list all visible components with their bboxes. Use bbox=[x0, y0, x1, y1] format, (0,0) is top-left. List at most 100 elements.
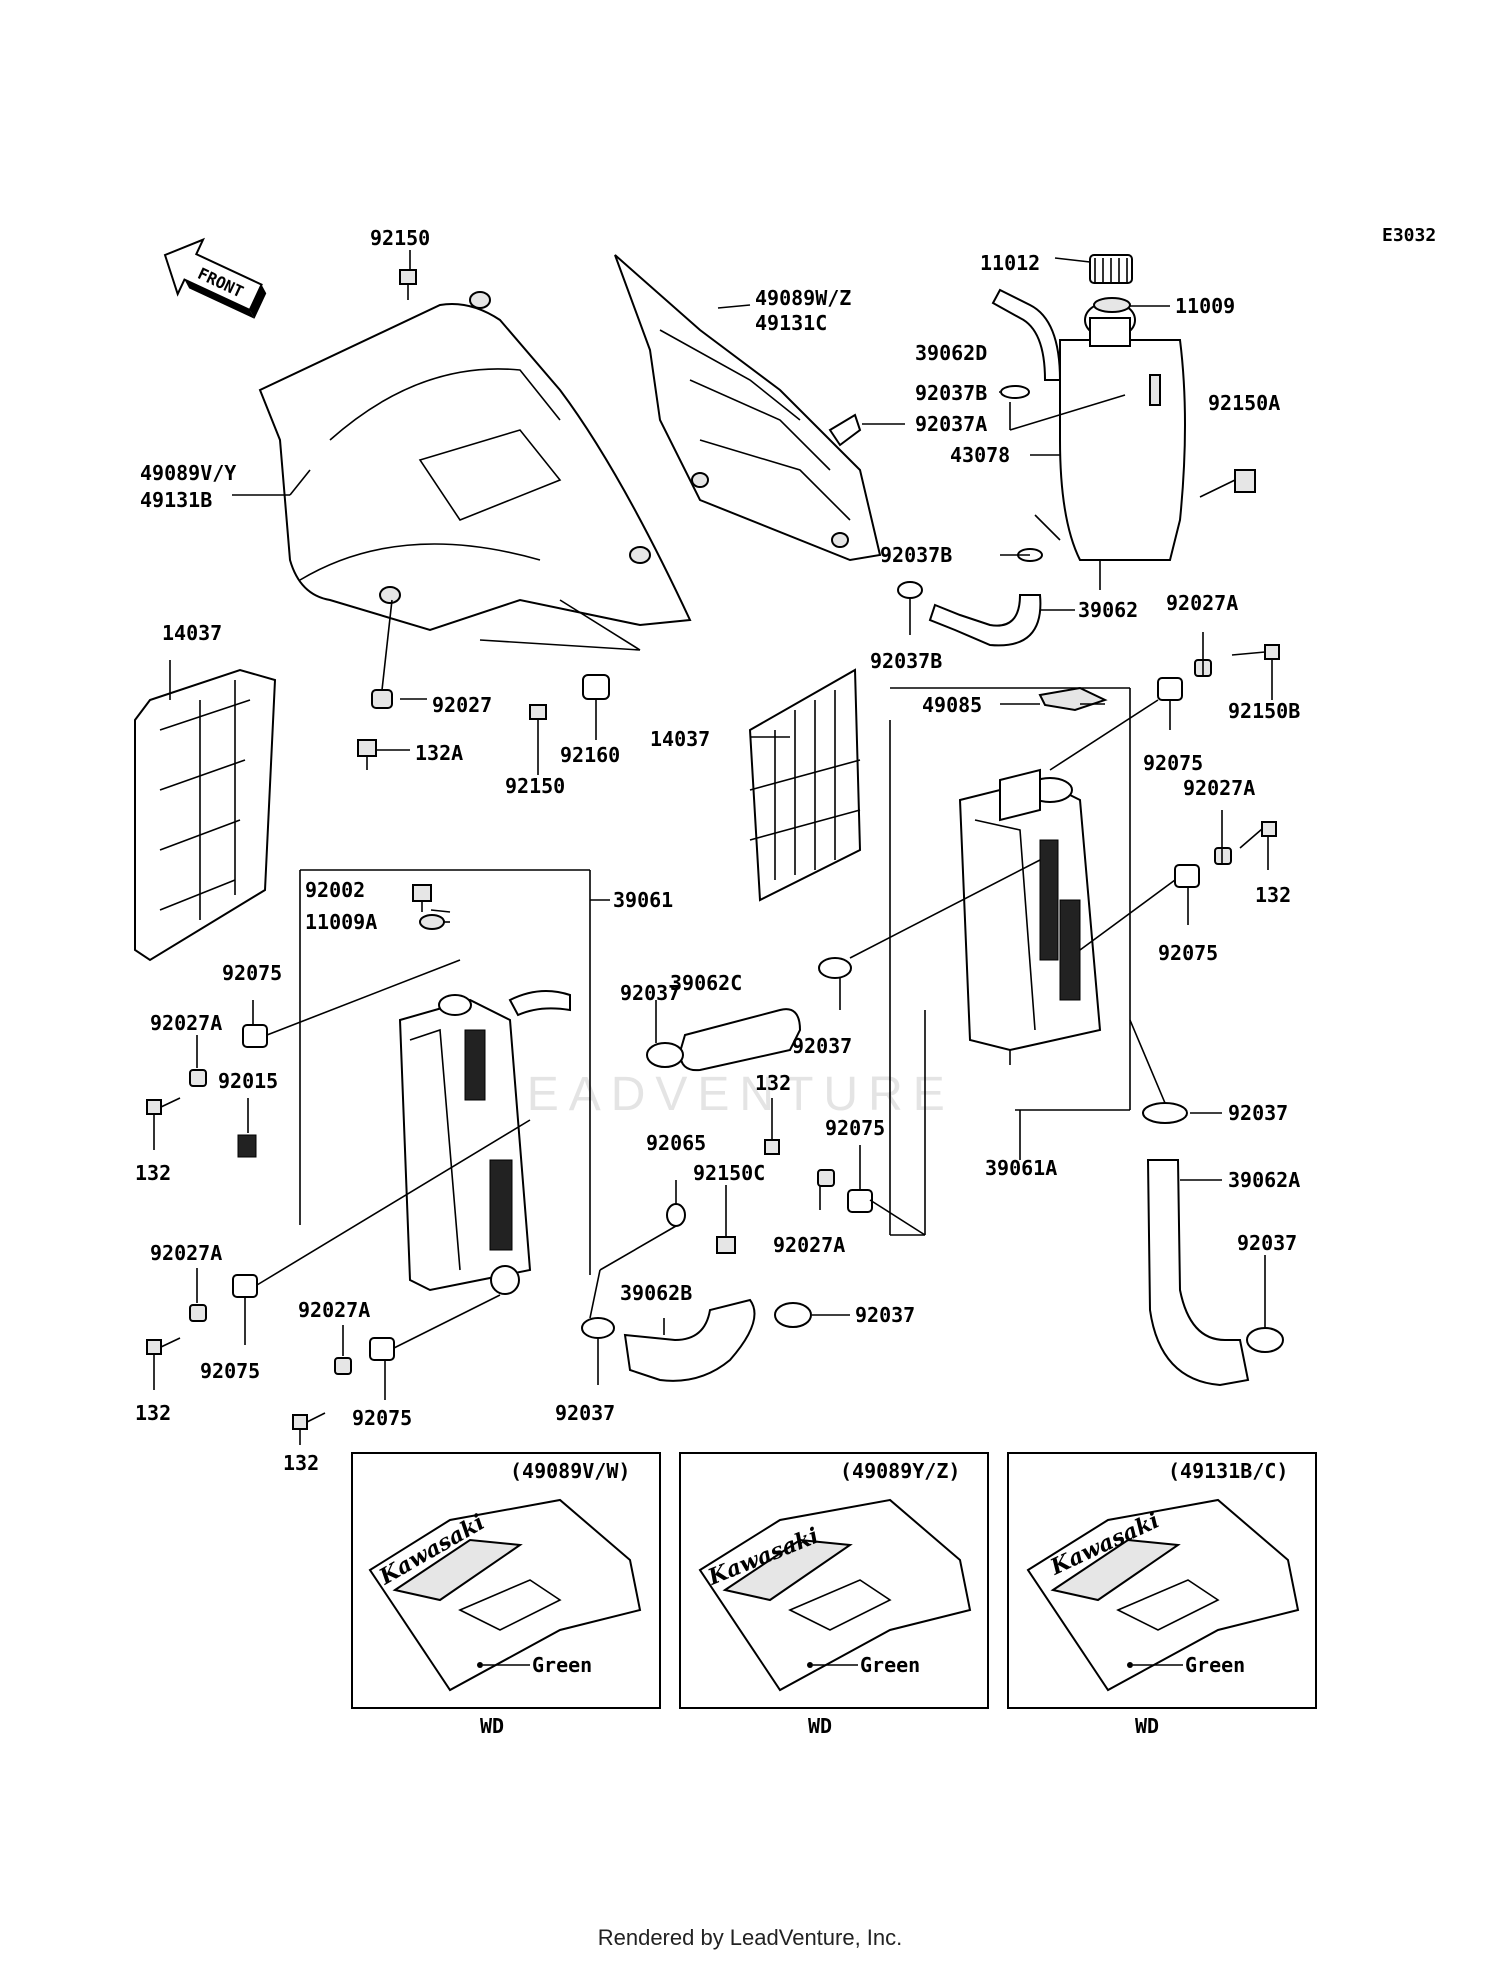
bolt-92150c bbox=[716, 1236, 736, 1254]
label-39061: 39061 bbox=[613, 888, 673, 912]
label-39062c: 39062C bbox=[670, 971, 742, 995]
label-92075-l3: 92075 bbox=[352, 1406, 412, 1430]
hose-39062 bbox=[928, 594, 1042, 647]
label-92150-mid: 92150 bbox=[505, 774, 565, 798]
label-92037b: 92037B bbox=[915, 381, 987, 405]
bolt-92150a bbox=[1199, 469, 1256, 498]
label-132-c: 132 bbox=[755, 1071, 791, 1095]
color-callout: Green bbox=[532, 1653, 592, 1677]
label-49089wz: 49089W/Z bbox=[755, 286, 851, 310]
bolt-132-c bbox=[764, 1128, 780, 1155]
label-11009: 11009 bbox=[1175, 294, 1235, 318]
bolt-92150-top bbox=[399, 269, 417, 300]
collar-92027a-c bbox=[817, 1169, 835, 1187]
label-92037b-c: 92037B bbox=[870, 649, 942, 673]
label-132-r: 132 bbox=[1255, 883, 1291, 907]
right-radiator bbox=[958, 768, 1102, 1065]
clamp-92037a bbox=[828, 413, 862, 447]
label-92037-c3: 92037 bbox=[855, 1303, 915, 1327]
clamp-92037-c3 bbox=[581, 1317, 615, 1339]
clamp-92037b-c bbox=[897, 581, 923, 599]
label-92037-r: 92037 bbox=[1228, 1101, 1288, 1125]
label-132a: 132A bbox=[415, 741, 463, 765]
hose-39062a bbox=[1146, 1159, 1250, 1387]
label-92150a: 92150A bbox=[1208, 391, 1280, 415]
label-92150: 92150 bbox=[370, 226, 430, 250]
left-shroud bbox=[258, 291, 692, 632]
label-49131c: 49131C bbox=[755, 311, 827, 335]
label-92015: 92015 bbox=[218, 1069, 278, 1093]
bolt-132a bbox=[357, 739, 377, 770]
grommet-92075-r2 bbox=[1174, 864, 1200, 888]
part-labels: 92150 49089W/Z 49131C 11012 11009 39062D… bbox=[135, 226, 1300, 1475]
label-92027a-r2: 92027A bbox=[1183, 776, 1255, 800]
label-92027a-l2: 92027A bbox=[150, 1241, 222, 1265]
collar-92027a-l3 bbox=[334, 1357, 352, 1375]
bolt-92150-mid bbox=[529, 704, 547, 730]
label-11012: 11012 bbox=[980, 251, 1040, 275]
reservoir-tank bbox=[1059, 301, 1186, 590]
clamp-92037b-a bbox=[1000, 385, 1030, 399]
label-43078: 43078 bbox=[950, 443, 1010, 467]
gasket-11009 bbox=[1093, 297, 1131, 313]
clamp-92037-c1 bbox=[818, 957, 852, 979]
clamp-92037-c4 bbox=[774, 1302, 812, 1328]
bolt-92002 bbox=[412, 884, 432, 912]
label-49085: 49085 bbox=[922, 693, 982, 717]
hose-39062d bbox=[991, 288, 1062, 381]
label-92027a-r: 92027A bbox=[1166, 591, 1238, 615]
variant-panel-1: (49089V/W) Kawasaki Green WD bbox=[351, 1452, 661, 1738]
label-92037-c4: 92037 bbox=[555, 1401, 615, 1425]
variant-title: (49089V/W) bbox=[510, 1459, 630, 1483]
label-132-l3: 132 bbox=[283, 1451, 319, 1475]
label-92037-r2: 92037 bbox=[1237, 1231, 1297, 1255]
label-92037-c2: 92037 bbox=[792, 1034, 852, 1058]
grommet-92075-c bbox=[847, 1189, 873, 1213]
color-callout: Green bbox=[1185, 1653, 1245, 1677]
color-callout: Green bbox=[860, 1653, 920, 1677]
grommet-92075-l3 bbox=[369, 1337, 395, 1361]
label-92037-c1: 92037 bbox=[620, 981, 680, 1005]
clamp-92037-r2 bbox=[1246, 1327, 1284, 1353]
collar-92027a-l2 bbox=[189, 1304, 207, 1322]
label-92075-r2: 92075 bbox=[1158, 941, 1218, 965]
label-92027: 92027 bbox=[432, 693, 492, 717]
label-92037b-b: 92037B bbox=[880, 543, 952, 567]
label-39062b: 39062B bbox=[620, 1281, 692, 1305]
label-92075-l1: 92075 bbox=[222, 961, 282, 985]
variant-panel-2: (49089Y/Z) Kawasaki Green WD bbox=[679, 1452, 989, 1738]
label-39062d: 39062D bbox=[915, 341, 987, 365]
label-11009a: 11009A bbox=[305, 910, 377, 934]
clamp-92037-c2 bbox=[646, 1042, 684, 1068]
washer-11009a bbox=[419, 914, 445, 930]
front-arrow-icon: FRONT bbox=[163, 237, 267, 319]
label-39061a: 39061A bbox=[985, 1156, 1057, 1180]
variant-panel-3: (49131B/C) Kawasaki Green WD bbox=[1007, 1452, 1317, 1738]
label-92075-r1: 92075 bbox=[1143, 751, 1203, 775]
grommet-92075-r1 bbox=[1157, 677, 1183, 701]
label-49131b: 49131B bbox=[140, 488, 212, 512]
center-radiator-guard bbox=[748, 668, 862, 902]
label-132-l1: 132 bbox=[135, 1161, 171, 1185]
gasket-92065 bbox=[666, 1203, 686, 1227]
label-92027a-l3: 92027A bbox=[298, 1298, 370, 1322]
label-92075-c: 92075 bbox=[825, 1116, 885, 1140]
variant-code: WD bbox=[1135, 1714, 1159, 1738]
grommet-92160 bbox=[582, 674, 610, 700]
label-39062a: 39062A bbox=[1228, 1168, 1300, 1192]
grommet-92075-l2 bbox=[232, 1274, 258, 1298]
variant-title: (49089Y/Z) bbox=[840, 1459, 960, 1483]
left-radiator bbox=[398, 990, 571, 1295]
diagram-code: E3032 bbox=[1382, 225, 1436, 246]
variant-title: (49131B/C) bbox=[1168, 1459, 1288, 1483]
pad-49085 bbox=[1038, 686, 1108, 712]
hose-39062b bbox=[623, 1298, 756, 1382]
label-132-l2: 132 bbox=[135, 1401, 171, 1425]
footer-credit: Rendered by LeadVenture, Inc. bbox=[597, 1925, 903, 1950]
reservoir-cap bbox=[1089, 254, 1133, 284]
label-39062: 39062 bbox=[1078, 598, 1138, 622]
label-92065: 92065 bbox=[646, 1131, 706, 1155]
label-92075-l2: 92075 bbox=[200, 1359, 260, 1383]
bolt-132-l2 bbox=[146, 1337, 181, 1355]
